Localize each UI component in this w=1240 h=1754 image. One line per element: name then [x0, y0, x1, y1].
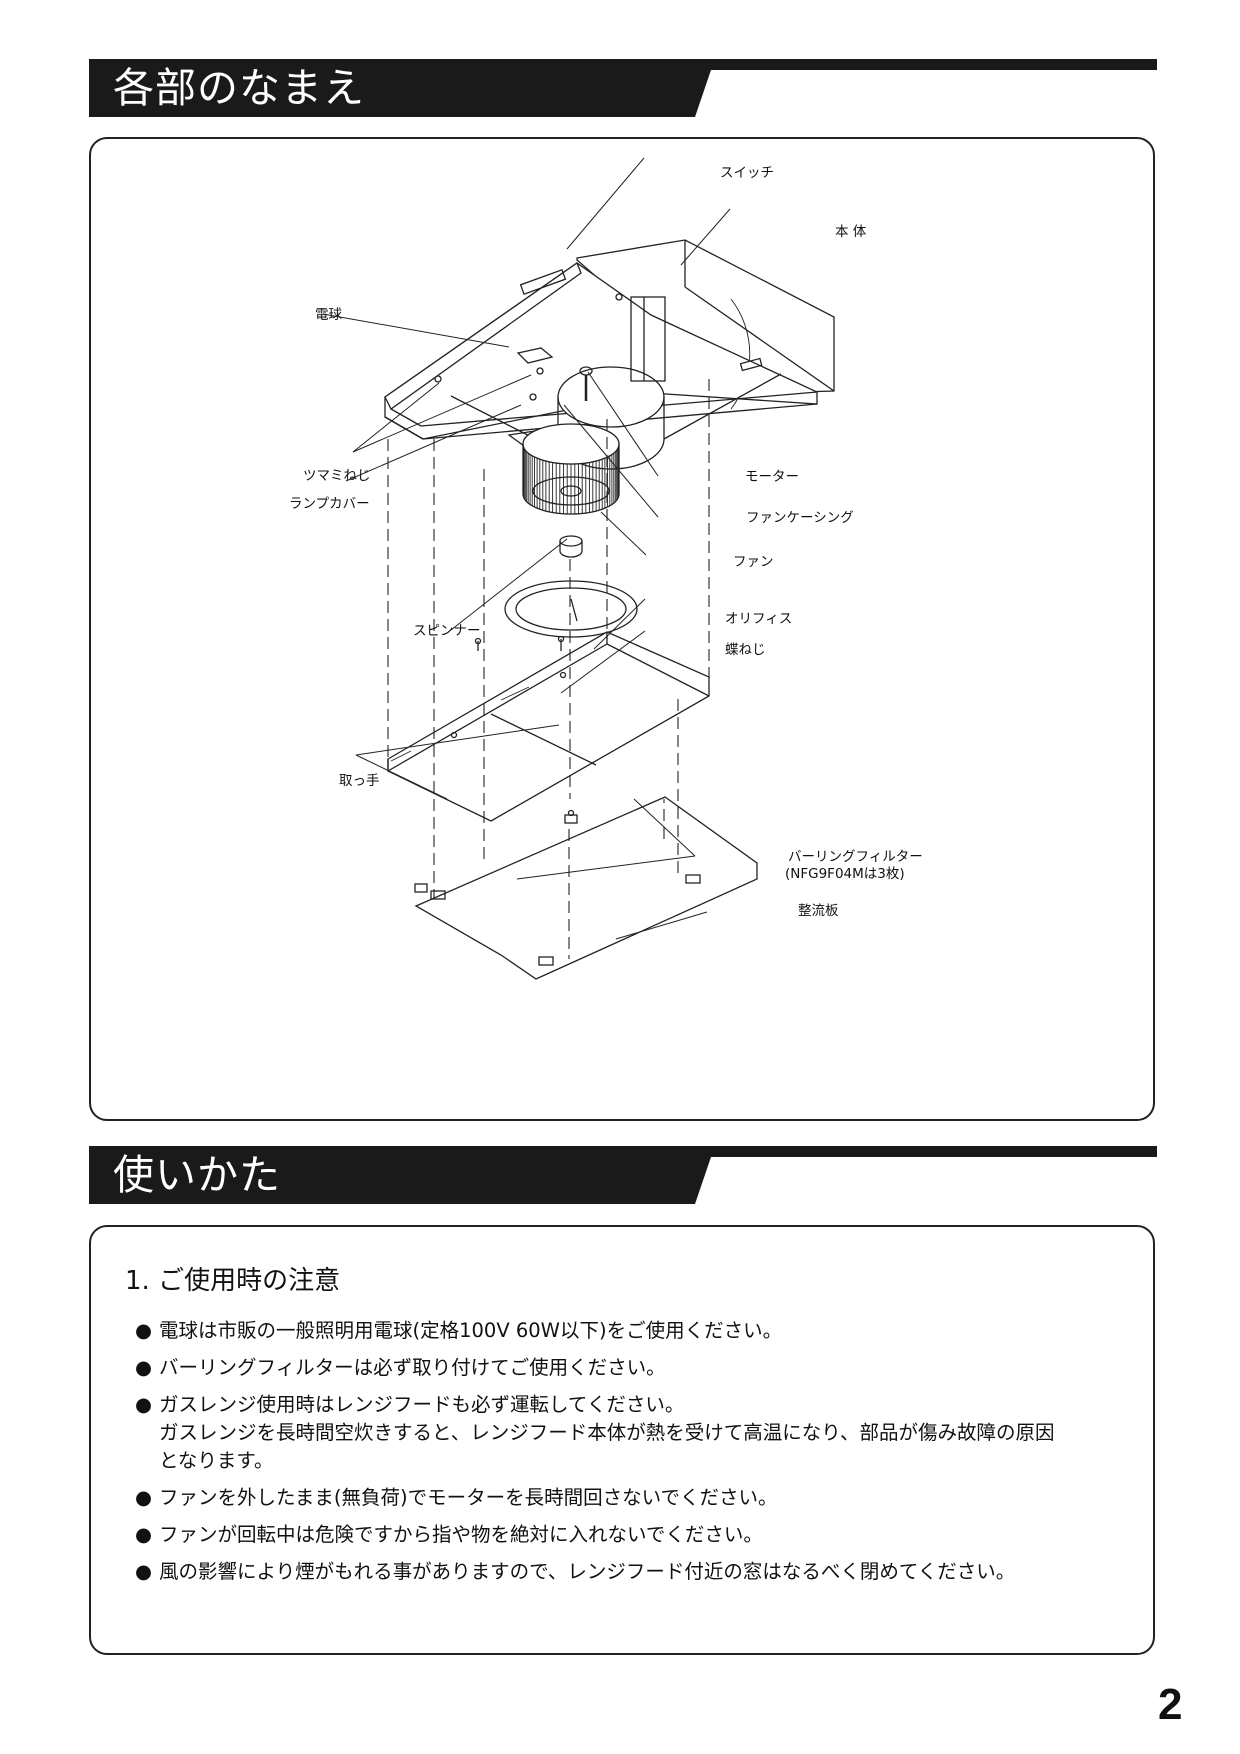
- note-line: バーリングフィルターは必ず取り付けてご使用ください。: [159, 1356, 666, 1379]
- label-lamp-cover: ランプカバー: [289, 496, 370, 512]
- note-line: 電球は市販の一般照明用電球(定格100V 60W以下)をご使用ください。: [159, 1319, 783, 1342]
- label-orifice: オリフィス: [725, 611, 793, 627]
- label-switch: スイッチ: [720, 165, 774, 181]
- note-item: ● 風の影響により煙がもれる事がありますので、レンジフード付近の窓はなるべく閉めて…: [135, 1558, 1135, 1586]
- note-line: ガスレンジ使用時はレンジフードも必ず運転してください。: [159, 1393, 685, 1416]
- bullet-icon: ●: [135, 1560, 153, 1583]
- label-handle: 取っ手: [339, 773, 380, 789]
- label-leader-lines: [322, 157, 731, 940]
- note-item: ● ガスレンジ使用時はレンジフードも必ず運転してください。ガスレンジを長時間空炊き…: [135, 1391, 1135, 1475]
- label-fan-casing: ファンケーシング: [746, 510, 854, 526]
- label-rectifier-plate: 整流板: [798, 903, 839, 919]
- bullet-icon: ●: [135, 1356, 153, 1379]
- note-item: ● 電球は市販の一般照明用電球(定格100V 60W以下)をご使用ください。: [135, 1317, 1135, 1345]
- usage-notes-panel: 1. ご使用時の注意 ● 電球は市販の一般照明用電球(定格100V 60W以下)を…: [89, 1225, 1155, 1655]
- note-line: ファンを外したまま(無負荷)でモーターを長時間回さないでください。: [159, 1486, 778, 1509]
- page-number: 2: [1158, 1680, 1183, 1729]
- label-fan: ファン: [733, 554, 774, 570]
- label-knob-screw: ツマミねじ: [303, 468, 371, 484]
- label-motor: モーター: [745, 469, 799, 485]
- notes-list: ● 電球は市販の一般照明用電球(定格100V 60W以下)をご使用ください。 ● バー…: [135, 1317, 1135, 1595]
- label-body: 本 体: [835, 224, 867, 240]
- section-title-parts: 各部のなまえ: [113, 64, 365, 112]
- section-title-usage: 使いかた: [113, 1151, 281, 1199]
- note-item: ● ファンを外したまま(無負荷)でモーターを長時間回さないでください。: [135, 1484, 1135, 1512]
- bullet-icon: ●: [135, 1523, 153, 1546]
- section-header-usage: 使いかた: [89, 1146, 1157, 1204]
- parts-diagram-panel: スイッチ 本 体 電球 ツマミねじ ランプカバー モーター ファンケーシング フ…: [89, 137, 1155, 1121]
- section-header-parts: 各部のなまえ: [89, 59, 1157, 117]
- section-header-bar: [89, 1146, 1157, 1204]
- note-line: 風の影響により煙がもれる事がありますので、レンジフード付近の窓はなるべく閉めてく…: [159, 1560, 1016, 1583]
- label-wing-screw: 蝶ねじ: [725, 642, 766, 658]
- label-bulb: 電球: [315, 307, 342, 323]
- label-baring-filter: バーリングフィルター: [788, 849, 923, 865]
- label-baring-filter-note: (NFG9F04Mは3枚): [785, 866, 905, 882]
- range-hood-exploded-diagram: [322, 157, 835, 980]
- note-item: ● ファンが回転中は危険ですから指や物を絶対に入れないでください。: [135, 1521, 1135, 1549]
- note-item: ● バーリングフィルターは必ず取り付けてご使用ください。: [135, 1354, 1135, 1382]
- note-line: ファンが回転中は危険ですから指や物を絶対に入れないでください。: [159, 1523, 763, 1546]
- bullet-icon: ●: [135, 1486, 153, 1509]
- assembly-guide-lines: [387, 379, 710, 959]
- bullet-icon: ●: [135, 1393, 153, 1416]
- bullet-icon: ●: [135, 1319, 153, 1342]
- rectifier-plate: [414, 796, 758, 980]
- note-line: となります。: [159, 1449, 274, 1472]
- fan-assembly: [474, 423, 638, 651]
- note-line: ガスレンジを長時間空炊きすると、レンジフード本体が熱を受けて高温になり、部品が傷…: [159, 1421, 1055, 1444]
- notes-heading: 1. ご使用時の注意: [125, 1266, 341, 1296]
- label-spinner: スピンナー: [413, 623, 481, 639]
- section-header-bar: [89, 59, 1157, 117]
